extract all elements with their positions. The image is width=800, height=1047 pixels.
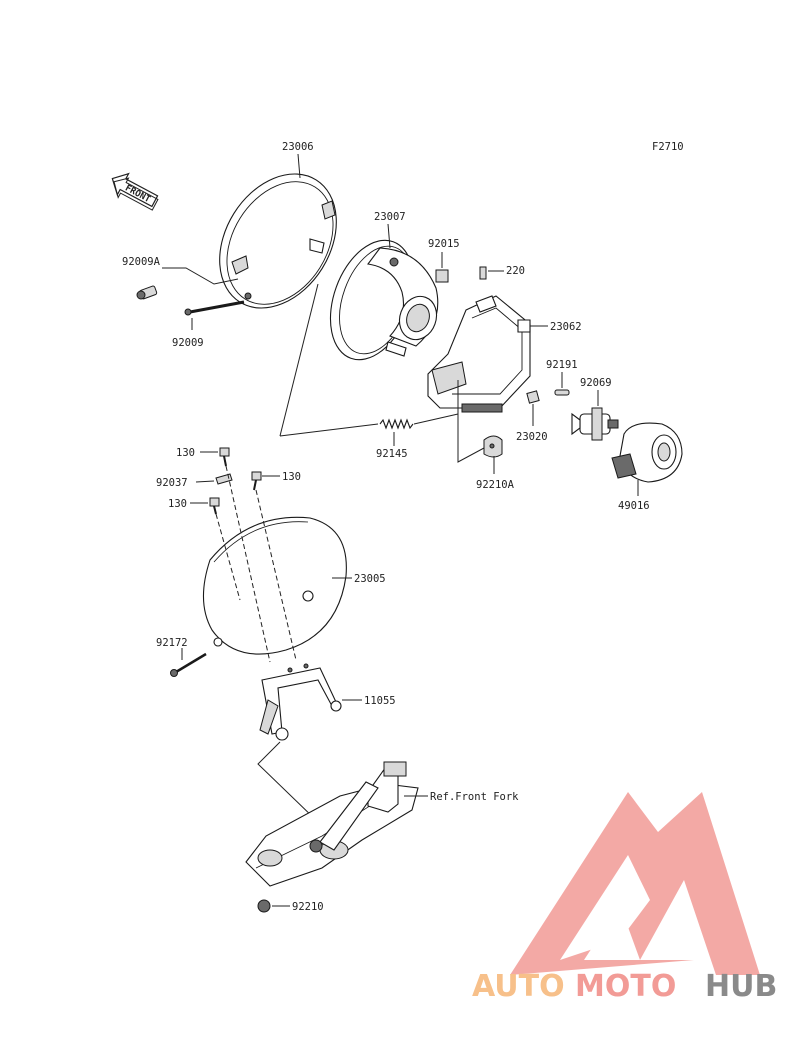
logo-text-hub: HUB <box>705 969 777 1004</box>
leader-stay-to-fork <box>257 741 319 823</box>
automotohub-logo <box>510 792 760 975</box>
label-92009: 92009 <box>172 337 204 349</box>
figure-code: F2710 <box>652 141 684 153</box>
bolt-92172 <box>170 652 207 677</box>
nut-92015 <box>435 269 449 283</box>
logo-text-moto: MOTO <box>575 969 676 1004</box>
label-ref-front-fork: Ref.Front Fork <box>430 791 519 803</box>
label-92210: 92210 <box>292 901 324 913</box>
label-23006: 23006 <box>282 141 314 153</box>
label-92191: 92191 <box>546 359 578 371</box>
label-23005: 23005 <box>354 573 386 585</box>
leader-92037 <box>195 480 215 483</box>
headlight-bracket <box>427 295 531 413</box>
headlight-bulb-92069 <box>571 407 619 441</box>
front-arrow-icon: FRONT <box>111 172 159 211</box>
headlight-rim <box>219 173 337 309</box>
leader-23006 <box>297 153 301 179</box>
label-92009a: 92009A <box>122 256 161 268</box>
nut-23020 <box>526 390 540 404</box>
headlight-shell-23005 <box>202 516 347 655</box>
leader-92009a <box>162 267 239 285</box>
dash-line-c <box>215 513 241 601</box>
screw-92009 <box>184 300 245 316</box>
label-92145: 92145 <box>376 448 408 460</box>
label-92015: 92015 <box>428 238 460 250</box>
bolt-130-b <box>251 471 262 491</box>
label-23007: 23007 <box>374 211 406 223</box>
label-11055: 11055 <box>364 695 396 707</box>
pin-92191 <box>554 389 570 396</box>
label-23062: 23062 <box>550 321 582 333</box>
headlight-housing <box>329 239 439 361</box>
front-fork-bracket <box>245 761 419 887</box>
leader-92145-a <box>279 283 319 437</box>
logo-text-auto: AUTO <box>472 969 565 1004</box>
bolt-92009a <box>136 285 158 300</box>
label-92069: 92069 <box>580 377 612 389</box>
label-49016: 49016 <box>618 500 650 512</box>
label-92037: 92037 <box>156 477 188 489</box>
leader-23007 <box>387 223 391 249</box>
plate-92210a <box>483 435 503 458</box>
label-130-a: 130 <box>176 447 195 459</box>
nut-92210 <box>257 899 271 913</box>
headlight-stay-11055 <box>259 663 342 741</box>
bolt-130-c <box>209 497 220 515</box>
label-130-c: 130 <box>168 498 187 510</box>
label-23020: 23020 <box>516 431 548 443</box>
spring-92145 <box>379 418 414 430</box>
screw-220 <box>479 266 487 280</box>
dash-line-a <box>225 465 271 663</box>
label-130-b: 130 <box>282 471 301 483</box>
label-220: 220 <box>506 265 525 277</box>
bolt-130-a <box>219 447 230 467</box>
label-92210a: 92210A <box>476 479 515 491</box>
leader-92145-b <box>279 423 379 437</box>
leader-92145-c <box>413 413 459 425</box>
dash-line-b <box>255 489 297 661</box>
bulb-cover-49016 <box>611 422 683 483</box>
leader-92210a-a <box>457 380 485 463</box>
label-92172: 92172 <box>156 637 188 649</box>
